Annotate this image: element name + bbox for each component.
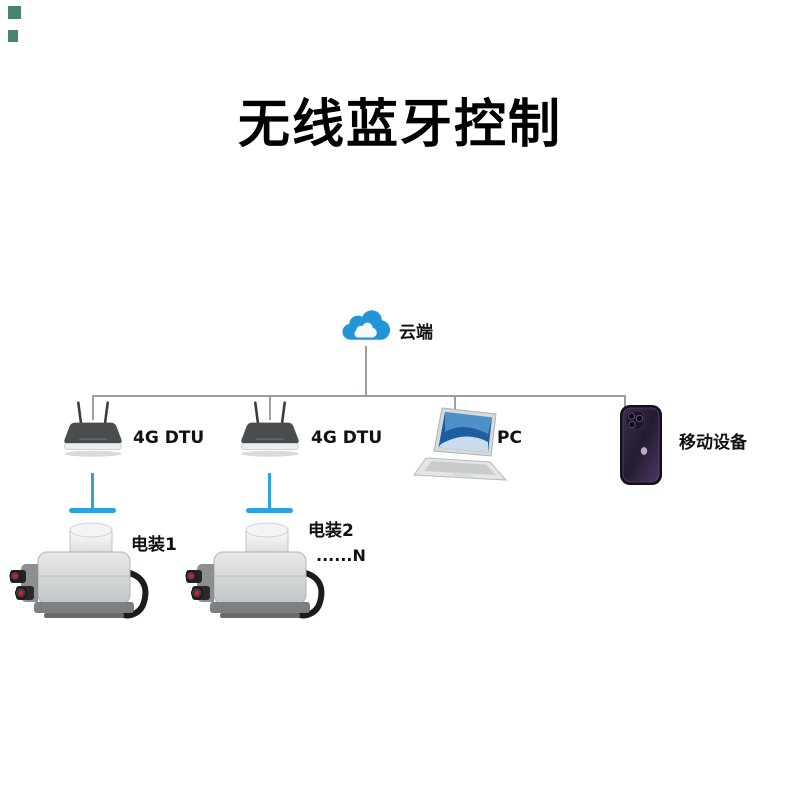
connector-bus bbox=[92, 395, 626, 397]
router-icon-dtu2 bbox=[241, 401, 299, 457]
dtu2-label: 4G DTU bbox=[311, 428, 383, 448]
bluetooth-link-line-1 bbox=[91, 473, 94, 510]
connector-drop-pc bbox=[454, 395, 456, 414]
connector-drop-dtu1 bbox=[92, 395, 94, 420]
actuator-icon-1 bbox=[9, 522, 149, 619]
cloud-icon bbox=[342, 310, 391, 340]
bluetooth-link-line-2 bbox=[268, 473, 271, 510]
actuator2-label: 电装2 bbox=[308, 521, 354, 541]
laptop-icon bbox=[413, 407, 508, 481]
router-icon-dtu1 bbox=[64, 401, 122, 457]
connector-drop-dtu2 bbox=[269, 395, 271, 420]
pc-label: PC bbox=[497, 428, 522, 448]
corner-artifact bbox=[8, 6, 21, 19]
smartphone-icon bbox=[620, 405, 662, 485]
actuator2-ellipsis: ......N bbox=[316, 546, 366, 565]
connector-drop-mobile bbox=[624, 395, 626, 414]
bluetooth-link-bar-2 bbox=[246, 508, 293, 513]
cloud-label: 云端 bbox=[399, 323, 433, 343]
page-title: 无线蓝牙控制 bbox=[237, 95, 562, 155]
actuator-icon-2 bbox=[185, 522, 325, 619]
connector-cloud-to-bus bbox=[365, 346, 367, 396]
bluetooth-link-bar-1 bbox=[69, 508, 116, 513]
actuator1-label: 电装1 bbox=[131, 535, 177, 555]
dtu1-label: 4G DTU bbox=[133, 428, 205, 448]
corner-artifact bbox=[8, 30, 18, 42]
mobile-label: 移动设备 bbox=[679, 433, 747, 453]
